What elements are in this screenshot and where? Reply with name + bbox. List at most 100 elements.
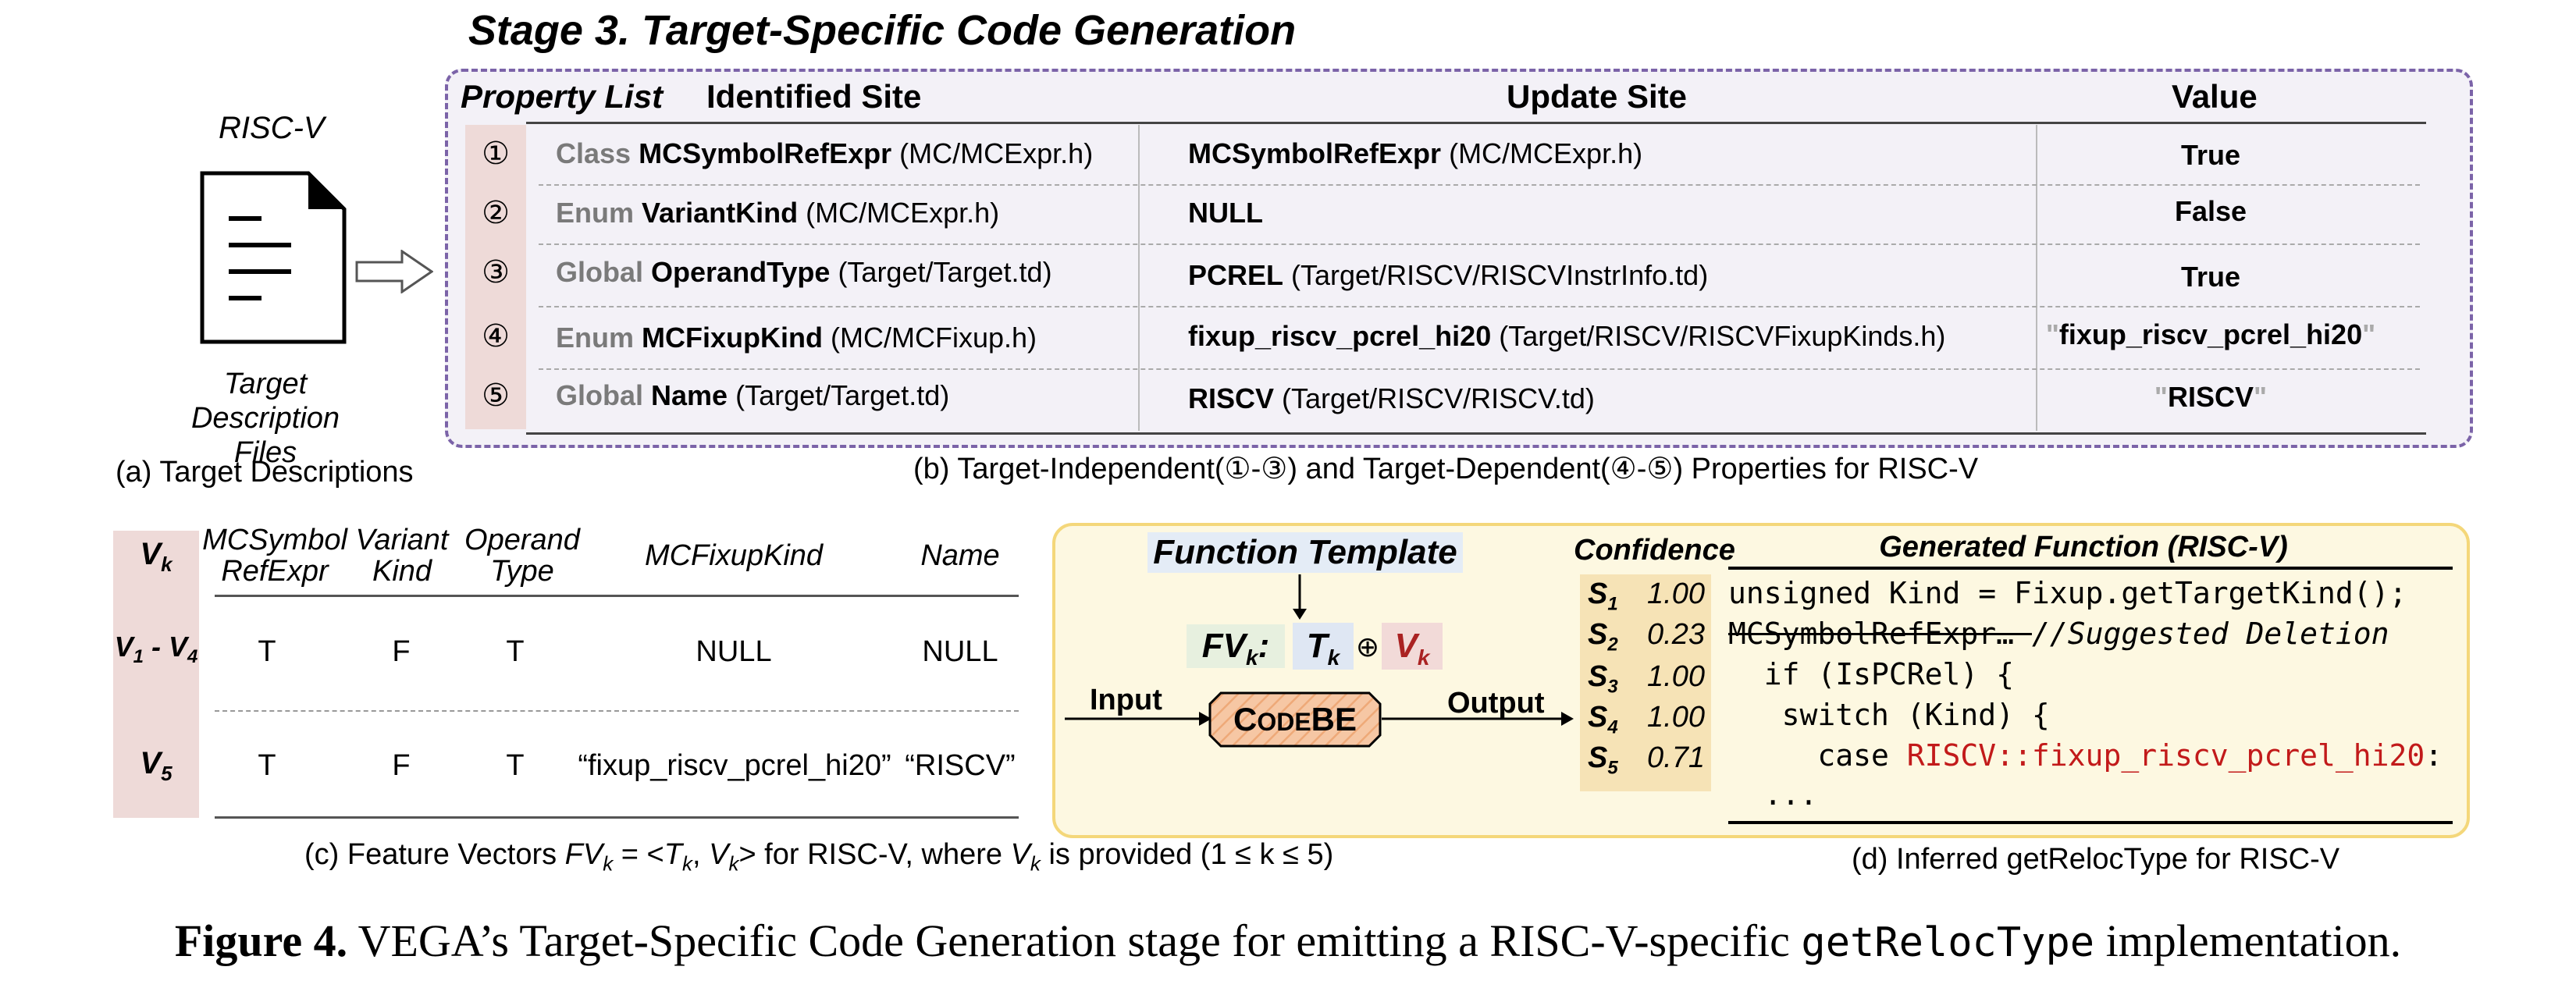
confidence-value: 1.00	[1647, 660, 1705, 693]
column-divider	[1138, 125, 1140, 431]
row-divider	[215, 710, 1019, 712]
cell: “fixup_riscv_pcrel_hi20”	[578, 749, 891, 782]
update-site-cell: RISCV (Target/RISCV/RISCV.td)	[1188, 382, 1595, 414]
identified-site-cell: Enum VariantKind (MC/MCExpr.h)	[556, 197, 1000, 229]
col-header-name: Name	[920, 539, 1000, 572]
cell: NULL	[922, 635, 998, 668]
header-value: Value	[2172, 78, 2258, 115]
oplus-icon: ⊕	[1355, 631, 1380, 663]
row-index: ②	[482, 196, 510, 230]
value-cell: "RISCV"	[2154, 381, 2268, 413]
property-list-label: Property List	[461, 78, 664, 115]
header-identified-site: Identified Site	[706, 78, 922, 115]
cell: T	[258, 749, 276, 782]
tk-box: Tk	[1293, 623, 1354, 670]
stmt-label: S1	[1588, 578, 1618, 615]
codebe-model-box	[1208, 691, 1382, 748]
cell: T	[506, 749, 525, 782]
header-update-site: Update Site	[1507, 78, 1688, 115]
update-site-cell: PCREL (Target/RISCV/RISCVInstrInfo.td)	[1188, 259, 1709, 291]
cell: T	[258, 635, 276, 668]
header-rule	[526, 122, 2426, 124]
code-line: MCSymbolRefExpr… //Suggested Deletion	[1728, 617, 2389, 651]
value-cell: "fixup_riscv_pcrel_hi20"	[2045, 318, 2376, 350]
identified-site-cell: Class MCSymbolRefExpr (MC/MCExpr.h)	[556, 137, 1094, 169]
cell: F	[392, 749, 411, 782]
stmt-label: S3	[1588, 660, 1618, 698]
col-header-mcfixupkind: MCFixupKind	[644, 539, 824, 572]
fvk-label: FVk:	[1187, 624, 1285, 670]
arrow-right-icon	[355, 250, 433, 293]
property-list-box	[445, 69, 2473, 448]
codebe-label: CODEBE	[1233, 701, 1357, 737]
confidence-value: 1.00	[1647, 578, 1705, 610]
confidence-header: Confidence	[1574, 534, 1735, 567]
row-divider	[539, 368, 2420, 370]
cell: F	[392, 635, 411, 668]
bottom-rule	[526, 432, 2426, 435]
document-icon	[200, 171, 347, 344]
value-cell: True	[2180, 139, 2241, 171]
output-arrow-icon	[1382, 712, 1574, 726]
code-line: switch (Kind) {	[1728, 698, 2050, 732]
column-divider	[2036, 125, 2037, 431]
update-site-cell: NULL	[1188, 197, 1263, 229]
identified-site-cell: Enum MCFixupKind (MC/MCFixup.h)	[556, 322, 1037, 354]
header-rule	[215, 595, 1019, 597]
vk-header: Vk	[140, 537, 173, 576]
confidence-value: 1.00	[1647, 701, 1705, 734]
row-index: ④	[482, 319, 510, 354]
code-line: if (IsPCRel) {	[1728, 657, 2015, 691]
code-line: ...	[1728, 777, 1818, 812]
caption-b: (b) Target-Independent(①-③) and Target-D…	[913, 453, 1979, 485]
update-site-cell: MCSymbolRefExpr (MC/MCExpr.h)	[1188, 137, 1643, 169]
cell: NULL	[696, 635, 772, 668]
input-label: Input	[1090, 684, 1162, 716]
identified-site-cell: Global Name (Target/Target.td)	[556, 379, 950, 411]
value-cell: True	[2180, 261, 2241, 293]
vk-column	[113, 531, 199, 818]
target-description-label: Target Description Files	[190, 368, 340, 469]
caption-d: (d) Inferred getRelocType for RISC-V	[1852, 843, 2340, 876]
identified-site-cell: Global OperandType (Target/Target.td)	[556, 256, 1052, 288]
index-column	[465, 125, 526, 429]
update-site-cell: fixup_riscv_pcrel_hi20 (Target/RISCV/RIS…	[1188, 320, 1946, 352]
code-line: unsigned Kind = Fixup.getTargetKind();	[1728, 576, 2407, 610]
row-label-v5: V5	[140, 746, 173, 785]
confidence-value: 0.23	[1647, 618, 1705, 651]
arch-label: RISC-V	[219, 111, 325, 145]
caption-c: (c) Feature Vectors FVk = <Tk, Vk> for R…	[304, 838, 1334, 876]
row-index: ③	[482, 255, 510, 290]
row-index: ①	[482, 137, 510, 171]
cell: “RISCV”	[905, 749, 1016, 782]
confidence-value: 0.71	[1647, 741, 1705, 774]
stage-title: Stage 3. Target-Specific Code Generation	[468, 7, 1297, 54]
arrow-down-icon	[1293, 574, 1307, 620]
vk-box: Vk	[1382, 623, 1443, 670]
code-line: case RISCV::fixup_riscv_pcrel_hi20:	[1728, 738, 2443, 773]
function-template-label: Function Template	[1147, 532, 1463, 573]
figure-caption: Figure 4. VEGA’s Target-Specific Code Ge…	[174, 915, 2402, 966]
value-cell: False	[2174, 195, 2247, 227]
cell: T	[506, 635, 525, 668]
code-top-rule	[1728, 567, 2453, 570]
row-index: ⑤	[482, 378, 510, 413]
confidence-column	[1580, 574, 1711, 791]
stmt-label: S5	[1588, 741, 1618, 779]
row-divider	[539, 184, 2420, 186]
bottom-rule	[215, 816, 1019, 819]
generated-function-title: Generated Function (RISC-V)	[1879, 531, 2288, 563]
caption-a: (a) Target Descriptions	[116, 456, 414, 489]
code-bottom-rule	[1728, 821, 2453, 824]
row-divider	[539, 243, 2420, 245]
input-arrow-icon	[1065, 712, 1212, 726]
stmt-label: S2	[1588, 618, 1618, 656]
row-label-v1-v4: V1 - V4	[114, 631, 198, 668]
output-label: Output	[1447, 687, 1545, 720]
row-divider	[539, 306, 2420, 307]
generation-box	[1052, 523, 2470, 838]
stmt-label: S4	[1588, 701, 1618, 738]
